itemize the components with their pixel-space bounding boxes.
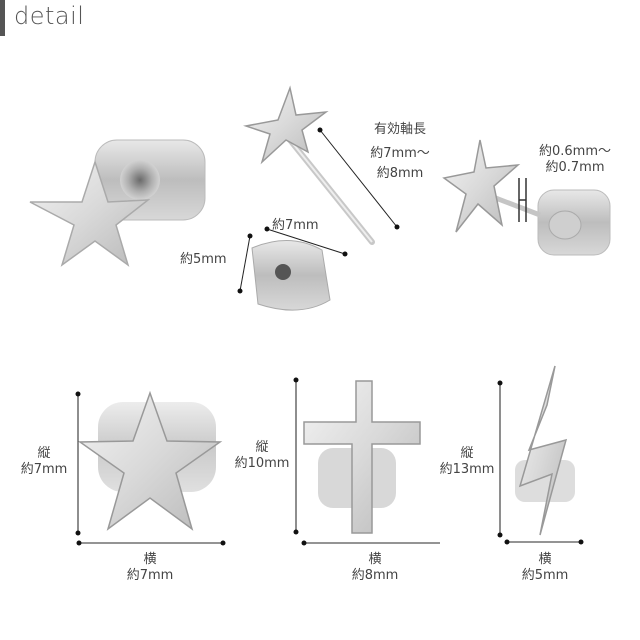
- cross-width-value: 約8mm: [351, 568, 399, 583]
- post-thickness-max: 約0.7mm: [545, 160, 605, 175]
- back-height-label: 約5mm: [180, 252, 227, 267]
- cross-width-label: 横 約8mm: [340, 552, 410, 584]
- star-stud-front: [75, 390, 226, 546]
- cross-width-axis: 横: [368, 552, 382, 567]
- star-earring-angled: [29, 139, 206, 267]
- cross-height-label: 縦 約10mm: [230, 440, 294, 472]
- lightning-stud-front: [497, 365, 584, 545]
- star-width-axis: 横: [143, 552, 157, 567]
- post-length-label: 有効軸長 約7mm〜 約8mm: [362, 122, 438, 182]
- cross-height-axis: 縦: [255, 440, 269, 455]
- back-width-label: 約7mm: [272, 218, 319, 233]
- post-length-min: 約7mm〜: [370, 146, 430, 161]
- page-title: detail: [14, 2, 85, 30]
- star-width-value: 約7mm: [126, 568, 174, 583]
- earring-back: [237, 226, 348, 311]
- lightning-height-axis: 縦: [460, 446, 474, 461]
- star-height-label: 縦 約7mm: [14, 446, 74, 478]
- lightning-width-value: 約5mm: [521, 568, 569, 583]
- star-width-label: 横 約7mm: [115, 552, 185, 584]
- lightning-width-label: 横 約5mm: [510, 552, 580, 584]
- lightning-width-axis: 横: [538, 552, 552, 567]
- star-height-axis: 縦: [37, 446, 51, 461]
- star-height-value: 約7mm: [20, 462, 68, 477]
- post-thickness-label: 約0.6mm〜 約0.7mm: [530, 144, 620, 176]
- header-accent-bar: [0, 0, 5, 36]
- lightning-height-value: 約13mm: [439, 462, 495, 477]
- post-length-max: 約8mm: [376, 166, 424, 181]
- star-earring-side: [442, 139, 611, 256]
- cross-height-value: 約10mm: [234, 456, 290, 471]
- cross-stud-front: [293, 377, 440, 546]
- star-earring-post: [243, 85, 400, 245]
- post-length-title: 有効軸長: [373, 122, 426, 137]
- lightning-height-label: 縦 約13mm: [434, 446, 500, 478]
- post-thickness-min: 約0.6mm〜: [538, 144, 611, 159]
